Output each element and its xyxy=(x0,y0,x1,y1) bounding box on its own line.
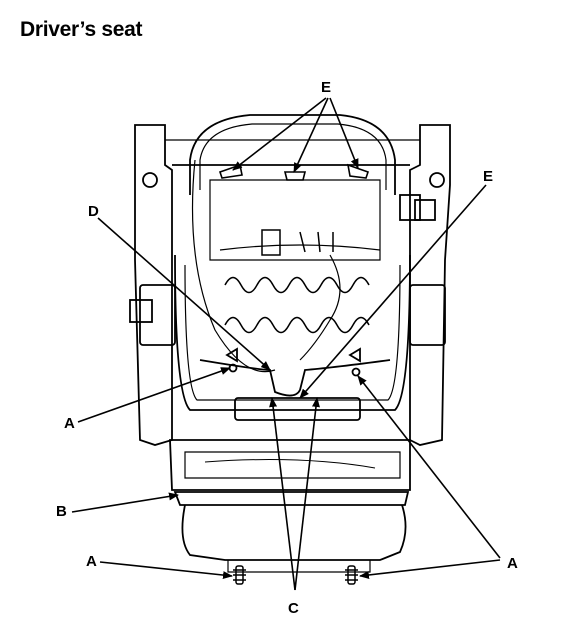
seat-cushion-base xyxy=(169,439,411,573)
e-clips xyxy=(218,163,370,181)
callout-d: D xyxy=(88,203,99,220)
callout-e-right: E xyxy=(483,168,493,185)
bottom-bolts xyxy=(233,565,358,585)
callout-a-left-upper: A xyxy=(64,415,75,432)
callout-a-left-lower: A xyxy=(86,553,97,570)
callout-b: B xyxy=(56,503,67,520)
callout-c: C xyxy=(288,600,299,617)
diagram-title: Driver’s seat xyxy=(20,18,143,41)
leader-lines xyxy=(71,97,501,591)
callout-a-right: A xyxy=(507,555,518,572)
seat-springs xyxy=(191,159,381,373)
callout-e-top: E xyxy=(321,79,331,96)
